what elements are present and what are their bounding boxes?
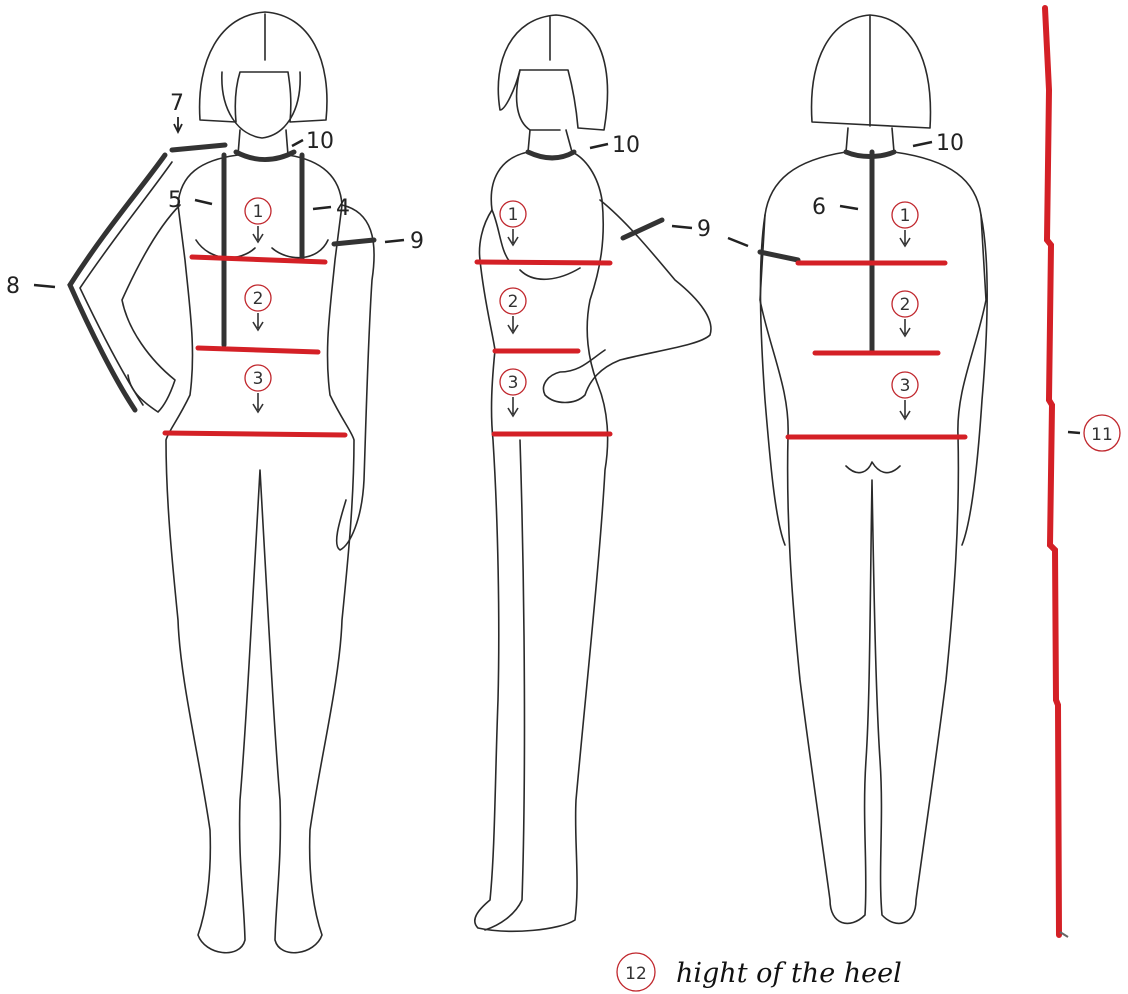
- side-marker-1: 1: [500, 201, 526, 245]
- height-red-line: [1045, 8, 1059, 935]
- front-marker-3: 3: [245, 365, 271, 412]
- height-measure: 11: [1045, 8, 1120, 937]
- front-face: [222, 72, 300, 138]
- side-bust-line: [477, 262, 610, 263]
- side-marker-2: 2: [500, 288, 526, 333]
- label-10-back: 10: [936, 131, 964, 156]
- back-figure: 1 2 3 10 6: [760, 15, 987, 923]
- back-marker-2: 2: [892, 291, 918, 336]
- svg-text:1: 1: [900, 206, 911, 226]
- svg-text:1: 1: [253, 202, 264, 222]
- back-marker-3: 3: [892, 372, 918, 419]
- front-torso: [166, 155, 354, 953]
- label-9-side: 9: [697, 217, 711, 242]
- side-marker-3: 3: [500, 369, 526, 416]
- svg-text:3: 3: [900, 376, 911, 396]
- side-hair: [498, 15, 607, 130]
- label-6: 6: [812, 195, 826, 220]
- measure-9-upper-arm-back: [760, 252, 798, 260]
- svg-text:2: 2: [900, 295, 911, 315]
- measure-10-neck-front: [236, 152, 294, 160]
- svg-text:11: 11: [1091, 425, 1113, 445]
- front-waist-line: [198, 348, 318, 352]
- measure-10-neck-side: [528, 152, 574, 158]
- measure-9-upper-arm-front: [334, 240, 374, 244]
- front-figure: 1 2 3 7 10 5 4 9 8: [6, 12, 424, 953]
- front-marker-1: 1: [245, 198, 271, 242]
- back-marker-1: 1: [892, 202, 918, 246]
- measure-9-upper-arm-side: [623, 220, 662, 238]
- label-10-side: 10: [612, 133, 640, 158]
- label-7: 7: [170, 91, 184, 116]
- back-hair: [812, 15, 931, 128]
- svg-text:2: 2: [508, 292, 519, 312]
- label-9-front: 9: [410, 229, 424, 254]
- measure-7-shoulder: [172, 145, 225, 150]
- caption-text: hight of the heel: [676, 958, 902, 989]
- label-4: 4: [336, 196, 350, 221]
- side-figure: 1 2 3 10 9: [475, 15, 748, 931]
- front-hip-line: [165, 433, 345, 435]
- side-face: [517, 70, 560, 130]
- svg-text:3: 3: [508, 373, 519, 393]
- label-5: 5: [168, 188, 182, 213]
- svg-text:12: 12: [625, 964, 647, 984]
- label-8: 8: [6, 274, 20, 299]
- front-marker-2: 2: [245, 285, 271, 330]
- marker-11: 11: [1084, 415, 1120, 451]
- side-torso: [475, 152, 608, 931]
- heel-caption: 12 hight of the heel: [617, 953, 902, 991]
- label-10-front: 10: [306, 129, 334, 154]
- svg-text:2: 2: [253, 289, 264, 309]
- front-hair: [200, 12, 327, 122]
- svg-text:1: 1: [508, 205, 519, 225]
- svg-text:3: 3: [253, 369, 264, 389]
